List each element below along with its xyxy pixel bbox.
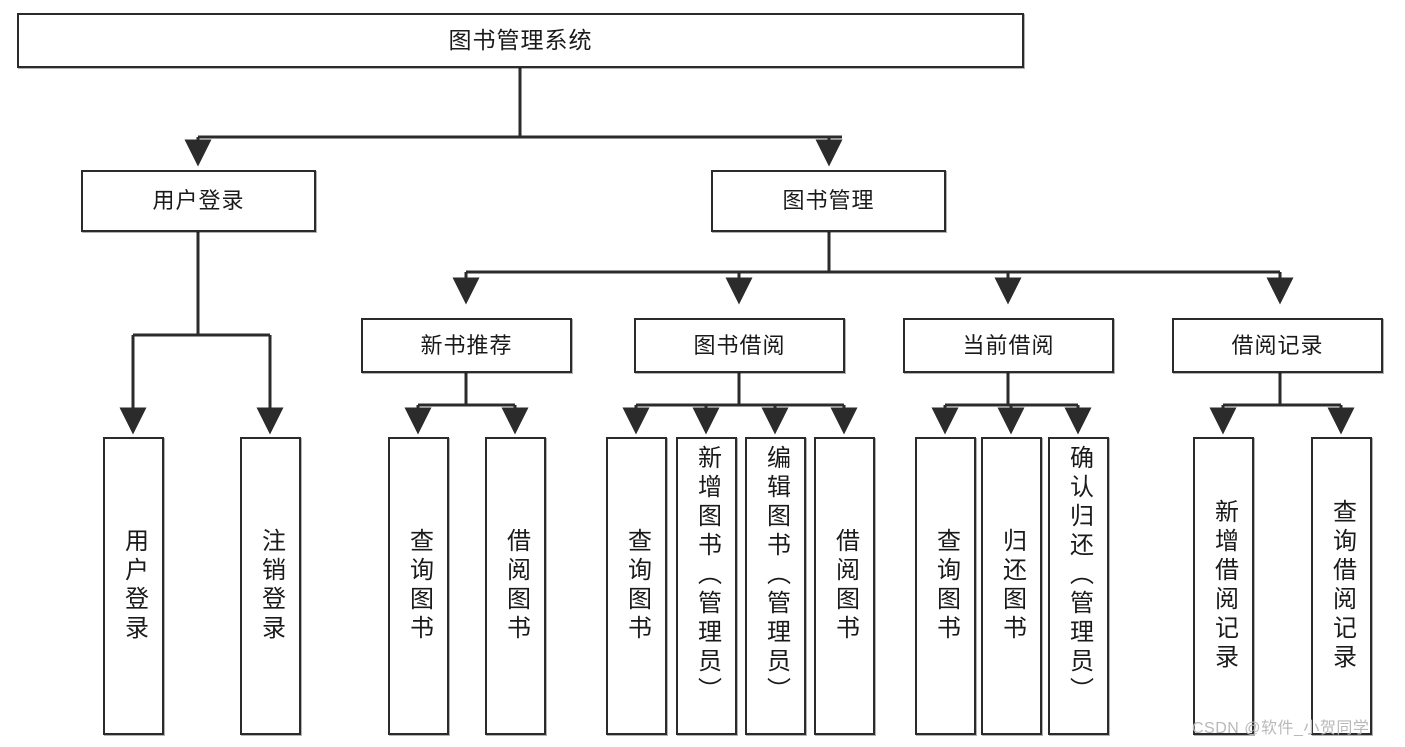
- node-label: 查询借阅记录: [1328, 499, 1356, 673]
- node-user-login[interactable]: 用户登录: [81, 170, 316, 232]
- node-label: 查询图书: [405, 528, 433, 644]
- node-label: 借阅图书: [502, 528, 530, 644]
- node-label: 图书管理: [782, 188, 875, 214]
- leaf-edit-book-admin[interactable]: 编辑图书（管理员）: [745, 437, 806, 735]
- node-label: 编辑图书（管理员）: [762, 445, 790, 706]
- leaf-query-book-current[interactable]: 查询图书: [915, 437, 976, 735]
- leaf-query-book-recommend[interactable]: 查询图书: [388, 437, 449, 735]
- node-label: 归还图书: [998, 528, 1026, 644]
- node-label: 查询图书: [932, 528, 960, 644]
- leaf-logout-login[interactable]: 注销登录: [240, 437, 301, 735]
- node-label: 新增借阅记录: [1210, 499, 1238, 673]
- node-current-borrow[interactable]: 当前借阅: [903, 318, 1114, 373]
- node-borrow-record[interactable]: 借阅记录: [1172, 318, 1383, 373]
- node-label: 新书推荐: [420, 332, 513, 358]
- leaf-confirm-return-admin[interactable]: 确认归还（管理员）: [1048, 437, 1109, 735]
- node-label: 查询图书: [623, 528, 651, 644]
- node-label: 借阅图书: [831, 528, 859, 644]
- leaf-add-borrow-record[interactable]: 新增借阅记录: [1193, 437, 1254, 735]
- node-new-book-recommend[interactable]: 新书推荐: [361, 318, 572, 373]
- node-label: 图书管理系统: [448, 26, 593, 53]
- leaf-user-login[interactable]: 用户登录: [103, 437, 164, 735]
- node-label: 确认归还（管理员）: [1065, 445, 1093, 706]
- leaf-query-book-borrow[interactable]: 查询图书: [606, 437, 667, 735]
- node-label: 借阅记录: [1231, 332, 1324, 358]
- leaf-query-borrow-record[interactable]: 查询借阅记录: [1311, 437, 1372, 735]
- leaf-return-book[interactable]: 归还图书: [981, 437, 1042, 735]
- node-root-book-management-system[interactable]: 图书管理系统: [17, 13, 1024, 68]
- node-label: 用户登录: [152, 188, 245, 214]
- leaf-add-book-admin[interactable]: 新增图书（管理员）: [676, 437, 737, 735]
- leaf-borrow-book-recommend[interactable]: 借阅图书: [485, 437, 546, 735]
- node-label: 用户登录: [120, 528, 148, 644]
- leaf-borrow-book-borrow[interactable]: 借阅图书: [814, 437, 875, 735]
- node-label: 当前借阅: [962, 332, 1055, 358]
- node-label: 新增图书（管理员）: [693, 445, 721, 706]
- node-book-management[interactable]: 图书管理: [711, 170, 946, 232]
- node-book-borrow[interactable]: 图书借阅: [634, 318, 845, 373]
- node-label: 图书借阅: [693, 332, 786, 358]
- node-label: 注销登录: [257, 528, 285, 644]
